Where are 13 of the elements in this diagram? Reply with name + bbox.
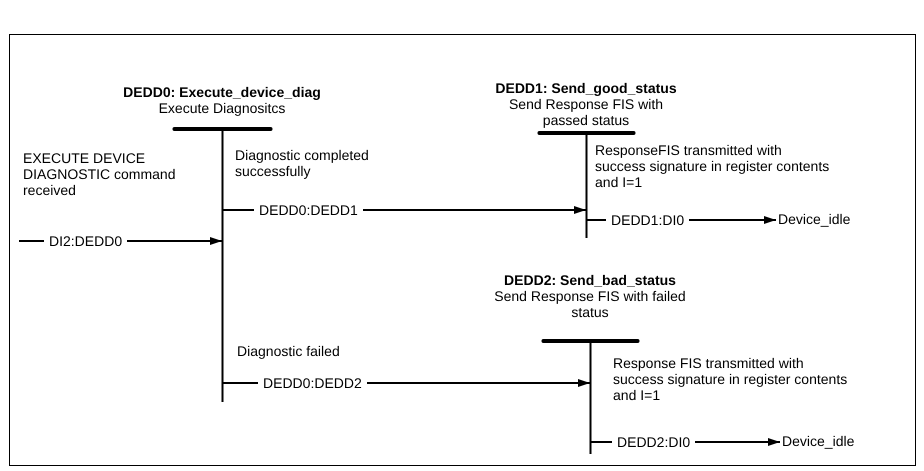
state-name: Device_idle (778, 210, 850, 228)
transition-condition: Response FIS transmitted with success signature in register contents and I=1 (613, 355, 848, 403)
transition-condition: Diagnostic failed (237, 343, 341, 359)
state-description: Execute Diagnositcs (158, 100, 286, 116)
transition-condition: EXECUTE DEVICE DIAGNOSTIC command received (23, 150, 176, 198)
state-description: Send Response FIS with passed status (508, 96, 664, 128)
state-name: DEDD0: Execute_device_diag (123, 84, 321, 100)
transition-condition: ResponseFIS transmitted with success signature in register contents and I=1 (595, 142, 830, 190)
state-description: Send Response FIS with failed status (493, 288, 687, 320)
state-name: Device_idle (782, 432, 854, 450)
transition-condition: Diagnostic completed successfully (235, 147, 370, 179)
state-name: DEDD2: Send_bad_status (504, 272, 676, 288)
state-name: DEDD1: Send_good_status (495, 80, 677, 96)
